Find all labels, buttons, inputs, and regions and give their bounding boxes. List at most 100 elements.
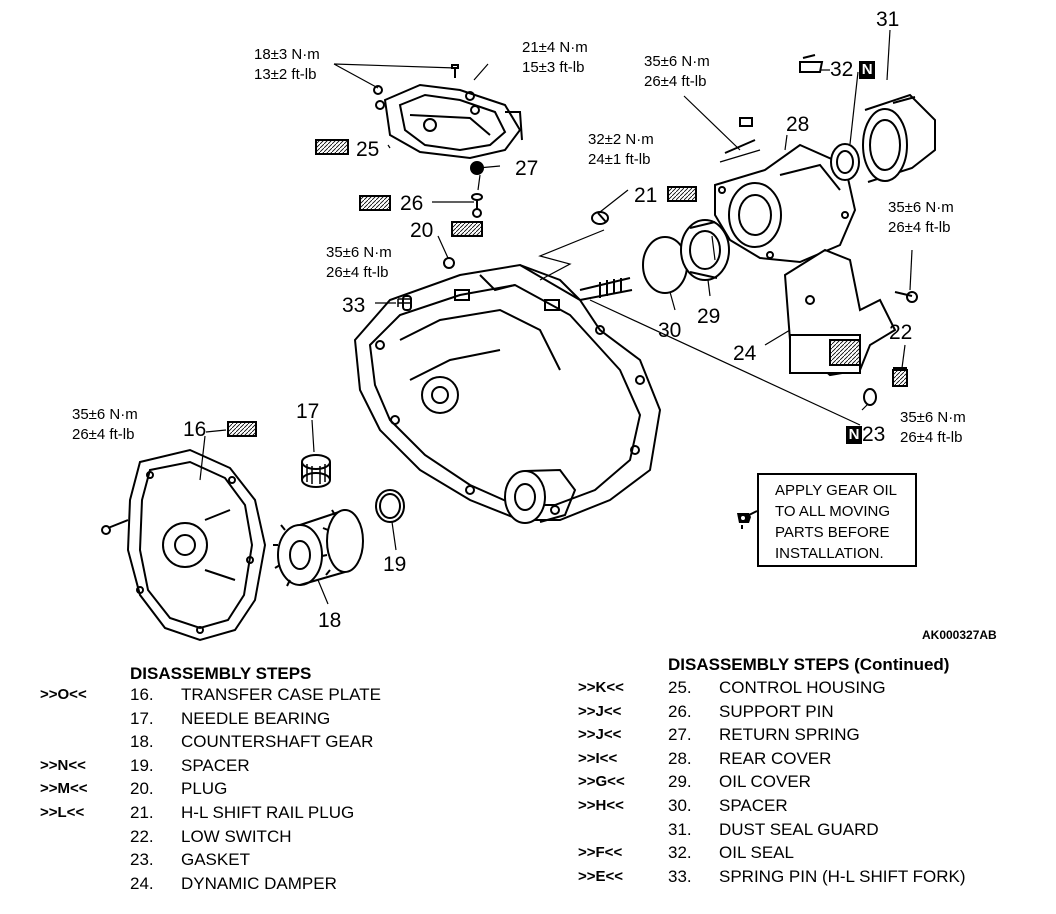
exploded-diagram — [101, 29, 936, 642]
step-row: >>J<<27.RETURN SPRING — [578, 724, 1056, 746]
oil-can-icon — [737, 510, 758, 529]
step-number: 20. — [130, 779, 154, 799]
callout-31: 31 — [876, 8, 900, 31]
spring-pin — [397, 298, 412, 307]
oil-seal — [830, 143, 860, 181]
step-number: 16. — [130, 685, 154, 704]
step-number: 28. — [668, 748, 692, 768]
step-number: 27. — [668, 725, 692, 745]
rear-cover — [714, 143, 857, 264]
step-number: 31. — [668, 819, 692, 839]
dust-seal-guard — [862, 93, 936, 183]
steps-title-left: DISASSEMBLY STEPS — [130, 664, 312, 683]
callout-30: 30 — [658, 319, 682, 342]
step-name: PLUG — [181, 779, 228, 799]
step-row: 18.COUNTERSHAFT GEAR — [40, 731, 560, 753]
step-code: >>L<< — [40, 804, 85, 821]
callout-27: 27 — [515, 157, 539, 180]
step-row: >>K<<25.CONTROL HOUSING — [578, 677, 1056, 699]
support-pin — [471, 193, 483, 218]
callout-25: 25 — [356, 138, 380, 161]
step-name: H-L SHIFT RAIL PLUG — [181, 803, 355, 822]
step-row: >>F<<32.OIL SEAL — [578, 842, 1056, 864]
callout-28: 28 — [786, 113, 810, 136]
step-number: 24. — [130, 873, 154, 893]
step-code: >>K<< — [578, 679, 624, 696]
step-row: 22. LOW SWITCH — [40, 826, 560, 848]
step-row: 24. DYNAMIC DAMPER — [40, 873, 560, 895]
step-code: >>E<< — [578, 867, 624, 885]
step-name: DYNAMIC DAMPER — [181, 873, 337, 893]
plug-25 — [315, 139, 349, 155]
step-name: NEEDLE BEARING — [181, 708, 331, 728]
callout-21: 21 — [634, 184, 658, 207]
oil-cover — [680, 219, 730, 281]
n-mark: N — [846, 426, 862, 445]
step-number: 23. — [130, 850, 154, 870]
transfer-case-plate — [126, 448, 267, 642]
callout-26: 26 — [400, 192, 424, 215]
oil-can-32 — [799, 54, 824, 73]
step-code: >>M<< — [40, 780, 88, 798]
step-code: >>H<< — [578, 797, 624, 814]
callout-16: 16 — [183, 418, 207, 441]
step-number: 29. — [668, 772, 692, 792]
step-name: OIL SEAL — [719, 843, 794, 863]
transfer-case-body — [353, 263, 662, 524]
dynamic-damper — [783, 248, 897, 377]
bolt-24 — [894, 291, 913, 297]
step-name: SPACER — [719, 796, 788, 815]
bolt-21-small — [597, 212, 607, 223]
step-number: 22. — [130, 826, 154, 846]
step-row: >>I<<28.REAR COVER — [578, 748, 1056, 770]
step-number: 30. — [668, 796, 692, 815]
callout-17: 17 — [296, 400, 320, 423]
step-name: DUST SEAL GUARD — [719, 819, 879, 839]
plug-26 — [359, 195, 391, 211]
step-number: 32. — [668, 843, 692, 863]
step-number: 17. — [130, 708, 154, 728]
step-number: 18. — [130, 732, 154, 752]
bolt-20-small — [443, 257, 455, 269]
step-number: 21. — [130, 803, 154, 822]
step-name: OIL COVER — [719, 772, 811, 792]
plug-21 — [667, 186, 697, 202]
note-line: PARTS BEFORE — [775, 524, 890, 541]
step-row: 31. DUST SEAL GUARD — [578, 819, 1056, 841]
step-row: >>G<< 29. OIL COVER — [578, 771, 1056, 793]
gear-oil-note: APPLY GEAR OIL TO ALL MOVING PARTS BEFOR… — [757, 473, 917, 567]
plug-16 — [227, 421, 257, 437]
step-code: >>N<< — [40, 756, 86, 774]
steps-title-right: DISASSEMBLY STEPS (Continued) — [668, 655, 950, 674]
step-name: SUPPORT PIN — [719, 701, 834, 721]
step-row: 17. NEEDLE BEARING — [40, 708, 560, 730]
step-row: >>M<< 20. PLUG — [40, 778, 560, 800]
step-name: SPACER — [181, 755, 250, 775]
step-row: >>J<<26.SUPPORT PIN — [578, 701, 1056, 723]
step-row: >>O<<16.TRANSFER CASE PLATE — [40, 684, 560, 706]
step-row: 23.GASKET — [40, 849, 560, 871]
bolt-16 — [101, 519, 129, 535]
step-number: 33. — [668, 866, 692, 886]
note-line: TO ALL MOVING — [775, 503, 891, 520]
step-row: >>L<< 21. H-L SHIFT RAIL PLUG — [40, 802, 560, 824]
step-number: 19. — [130, 755, 154, 775]
step-row: >>H<< 30. SPACER — [578, 795, 1056, 817]
low-switch — [892, 367, 908, 387]
callout-33: 33 — [342, 294, 366, 317]
callout-20: 20 — [410, 219, 434, 242]
countershaft-gear — [273, 509, 364, 587]
callout-19: 19 — [383, 553, 407, 576]
step-name: LOW SWITCH — [181, 826, 292, 846]
n-mark: N — [859, 61, 876, 80]
step-code: >>J<< — [578, 726, 622, 744]
step-code: >>G<< — [578, 773, 625, 791]
